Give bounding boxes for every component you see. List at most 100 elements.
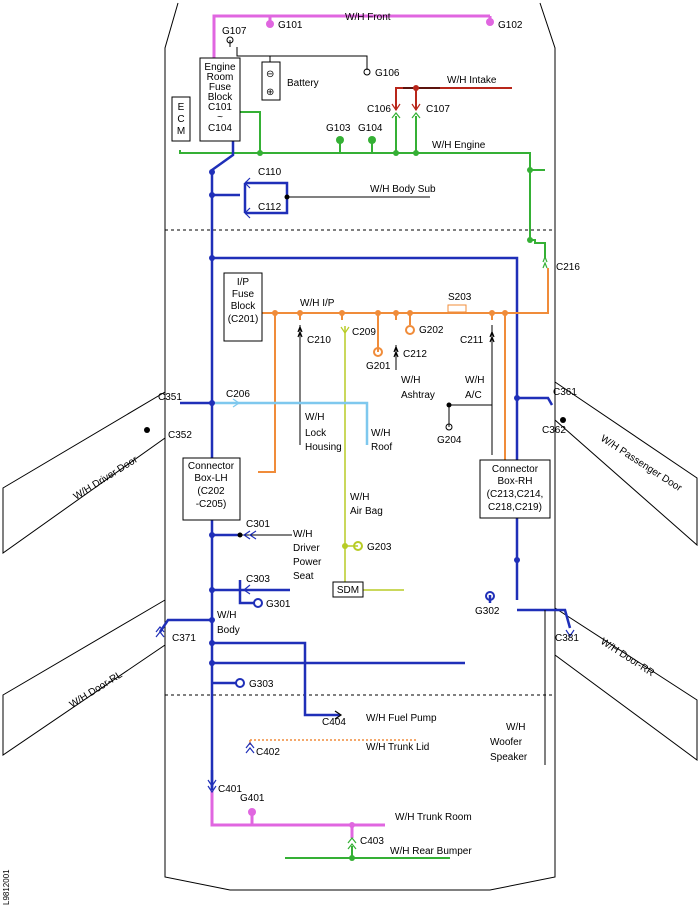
rh-box-line-1: Box-RH xyxy=(497,476,532,487)
label-ip: W/H I/P xyxy=(300,298,335,309)
s203-label: S203 xyxy=(448,292,472,303)
g203-label: G203 xyxy=(367,542,392,553)
c362-label: C362 xyxy=(542,425,566,436)
engine-fuse-line-6: C104 xyxy=(208,123,232,134)
c371-label: C371 xyxy=(172,633,196,644)
battery-minus-icon: ⊖ xyxy=(266,69,274,80)
g202-symbol xyxy=(405,325,415,335)
g204-symbol xyxy=(445,423,453,431)
wire-ip xyxy=(262,268,549,314)
harness-labels: W/H Front W/H Intake W/H Engine W/H Body… xyxy=(68,12,684,857)
c211-label: C211 xyxy=(460,335,484,346)
g103-symbol xyxy=(336,136,344,144)
passenger-door-outline xyxy=(554,381,698,547)
wire-intake xyxy=(395,87,512,110)
c206-label: C206 xyxy=(226,389,250,400)
ecm-line-0: E xyxy=(178,102,185,113)
label-front: W/H Front xyxy=(345,12,391,23)
label-airbag-0: W/H xyxy=(350,492,369,503)
label-seat-0: W/H xyxy=(293,529,312,540)
c112-label: C112 xyxy=(258,202,282,213)
label-body-sub: W/H Body Sub xyxy=(370,184,436,195)
g101-label: G101 xyxy=(278,20,303,31)
component-labels: Engine Room Fuse Block C101 ~ C104 E C M… xyxy=(177,62,544,596)
label-airbag-1: Air Bag xyxy=(350,506,383,517)
label-ac-1: A/C xyxy=(465,390,482,401)
engine-room-fuse-block xyxy=(199,57,241,142)
rh-box-line-0: Connector xyxy=(492,464,539,475)
engine-fuse-line-0: Engine xyxy=(204,62,236,73)
label-roof-1: Roof xyxy=(371,442,392,453)
g303-symbol xyxy=(235,678,245,688)
g104-label: G104 xyxy=(358,123,383,134)
label-seat-3: Seat xyxy=(293,571,314,582)
wire-lock xyxy=(212,401,369,445)
lh-box-line-1: Box-LH xyxy=(194,473,227,484)
connector-marks xyxy=(155,103,575,850)
ip-fuse-block xyxy=(223,272,263,342)
driver-door-outline xyxy=(2,391,166,554)
g107-label: G107 xyxy=(222,26,247,37)
g401-symbol xyxy=(248,808,256,816)
splice-dots xyxy=(144,85,566,861)
label-fuel-pump: W/H Fuel Pump xyxy=(366,713,437,724)
label-lock-0: W/H xyxy=(305,412,324,423)
sdm-box xyxy=(332,581,364,598)
vehicle-outline xyxy=(2,2,698,891)
c401-label: C401 xyxy=(218,784,242,795)
g106-label: G106 xyxy=(375,68,400,79)
engine-fuse-line-4: C101 xyxy=(208,102,232,113)
wire-front xyxy=(212,14,490,62)
label-passenger-door: W/H Passenger Door xyxy=(598,433,684,494)
label-seat-1: Driver xyxy=(293,543,320,554)
c404-label: C404 xyxy=(322,717,346,728)
g302-label: G302 xyxy=(475,606,500,617)
connector-box-lh xyxy=(182,457,241,521)
ecm-line-1: C xyxy=(177,114,184,125)
c210-label: C210 xyxy=(307,335,331,346)
door-rl-outline xyxy=(2,599,166,756)
g301-label: G301 xyxy=(266,599,291,610)
g303-label: G303 xyxy=(249,679,274,690)
door-rr-outline xyxy=(554,607,698,761)
engine-fuse-line-2: Fuse xyxy=(209,82,232,93)
ip-fuse-line-1: Fuse xyxy=(232,289,255,300)
g202-label: G202 xyxy=(419,325,444,336)
label-lock-2: Housing xyxy=(305,442,342,453)
c110-label: C110 xyxy=(258,167,282,178)
g107-symbol xyxy=(226,36,234,44)
label-woofer-1: Woofer xyxy=(490,737,523,748)
g102-label: G102 xyxy=(498,20,523,31)
c403-label: C403 xyxy=(360,836,384,847)
label-intake: W/H Intake xyxy=(447,75,497,86)
engine-fuse-line-3: Block xyxy=(208,92,233,103)
g103-label: G103 xyxy=(326,123,351,134)
ecm-box xyxy=(171,96,191,142)
label-roof-0: W/H xyxy=(371,428,390,439)
ground-symbols xyxy=(226,18,495,816)
label-body-0: W/H xyxy=(217,610,236,621)
g201-symbol xyxy=(373,347,383,357)
battery-label: Battery xyxy=(287,78,319,89)
figure-id: L9812001 xyxy=(2,869,11,905)
label-lock-1: Lock xyxy=(305,428,327,439)
connector-labels: C106 C107 C110 C112 C216 C210 C209 C212 … xyxy=(158,104,580,847)
c301-label: C301 xyxy=(246,519,270,530)
ip-fuse-line-0: I/P xyxy=(237,277,250,288)
label-rear-bumper: W/H Rear Bumper xyxy=(390,846,472,857)
c351-label: C351 xyxy=(158,392,182,403)
connector-box-rh xyxy=(479,459,551,519)
label-woofer-0: W/H xyxy=(506,722,525,733)
c352-label: C352 xyxy=(168,430,192,441)
g101-symbol xyxy=(266,20,274,28)
rh-box-line-3: C218,C219) xyxy=(488,502,542,513)
rh-box-line-2: (C213,C214, xyxy=(487,489,544,500)
battery-plus-icon: ⊕ xyxy=(266,87,274,98)
label-engine: W/H Engine xyxy=(432,140,486,151)
wire-engine xyxy=(179,150,546,258)
engine-fuse-line-1: Room xyxy=(207,72,234,83)
label-seat-2: Power xyxy=(293,557,322,568)
label-ashtray-0: W/H xyxy=(401,375,420,386)
label-trunk-lid: W/H Trunk Lid xyxy=(366,742,429,753)
g302-symbol xyxy=(485,591,495,601)
